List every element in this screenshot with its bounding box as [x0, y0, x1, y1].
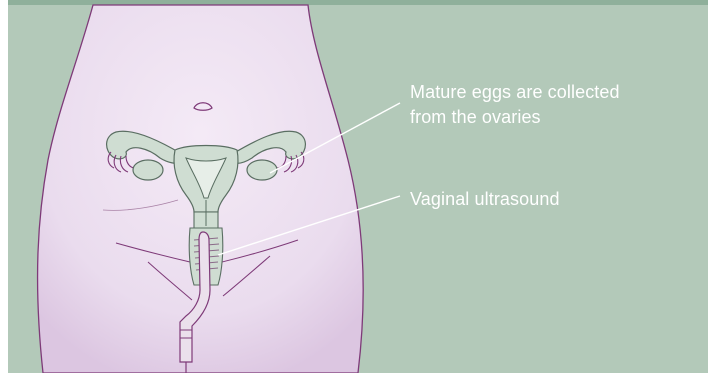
diagram-panel: Mature eggs are collected from the ovari… [8, 0, 708, 373]
eggs-label-line-1: Mature eggs are collected [410, 80, 620, 105]
anatomy-illustration [8, 0, 708, 373]
vaginal-ultrasound-label: Vaginal ultrasound [410, 187, 560, 212]
left-ovary [133, 160, 163, 180]
eggs-collected-label: Mature eggs are collected from the ovari… [410, 80, 620, 130]
right-ovary [247, 160, 277, 180]
eggs-label-line-2: from the ovaries [410, 105, 620, 130]
ultrasound-label-text: Vaginal ultrasound [410, 187, 560, 212]
